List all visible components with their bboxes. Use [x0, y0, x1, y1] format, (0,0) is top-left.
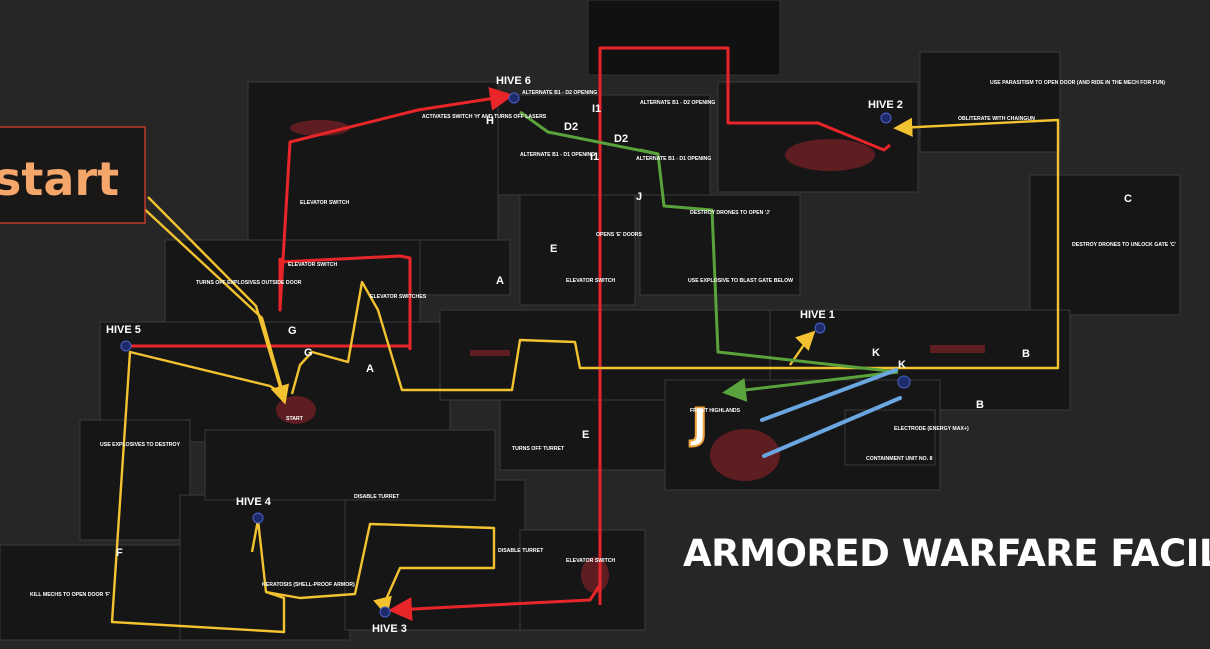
hive-2-marker[interactable]: [880, 112, 892, 124]
start-label: start: [0, 152, 119, 206]
yellow-route: [110, 117, 1060, 634]
destroy-drones-j-note: DESTROY DRONES TO OPEN 'J': [690, 210, 770, 216]
hive-5-marker[interactable]: [120, 340, 132, 352]
hive-2-label: HIVE 2: [868, 99, 903, 111]
map-title: ARMORED WARFARE FACILITY: [683, 532, 1210, 575]
door-label-d2: D2: [614, 133, 628, 145]
hive-6-label: HIVE 6: [496, 75, 531, 87]
hive-4-marker[interactable]: [252, 512, 264, 524]
door-label-k: K: [872, 347, 880, 359]
hive-3-marker[interactable]: [379, 606, 391, 618]
k-junction-marker[interactable]: [897, 375, 911, 389]
door-label-a: A: [496, 275, 504, 287]
kill-mechs-note: KILL MECHS TO OPEN DOOR 'F': [30, 592, 110, 598]
use-explosive-note: USE EXPLOSIVE TO BLAST GATE BELOW: [688, 278, 793, 284]
elevator-switch-note: ELEVATOR SWITCH: [300, 200, 350, 206]
elevator-switch-note: ELEVATOR SWITCH: [288, 262, 338, 268]
green-route: [519, 110, 899, 402]
big-j-label: J: [689, 399, 708, 448]
map-rooms: [0, 0, 1181, 641]
hive-1-marker[interactable]: [814, 322, 826, 334]
door-label-i1: I1: [592, 103, 601, 115]
alternate-b1-note: ALTERNATE B1 - D1 OPENING: [520, 152, 595, 158]
blue-route: [760, 368, 902, 458]
use-parasitism-note: USE PARASITISM TO OPEN DOOR (AND RIDE IN…: [990, 80, 1165, 86]
hive-5-label: HIVE 5: [106, 324, 141, 336]
keratosis-note: KERATOSIS (SHELL-PROOF ARMOR): [262, 582, 355, 588]
use-explosives-destroy-note: USE EXPLOSIVES TO DESTROY: [100, 442, 181, 448]
elevator-switch-e-note: ELEVATOR SWITCH: [566, 278, 616, 284]
electrode-note: ELECTRODE (ENERGY MAX+): [894, 426, 969, 432]
door-label-b: B: [1022, 348, 1030, 360]
door-label-k: K: [898, 359, 906, 371]
alternate-b1-note: ALTERNATE B1 - D2 OPENING: [522, 90, 597, 96]
door-label-d2: D2: [564, 121, 578, 133]
destroy-drones-c-note: DESTROY DRONES TO UNLOCK GATE 'C': [1072, 242, 1176, 248]
hive-1-label: HIVE 1: [800, 309, 835, 321]
alternate-b1-note: ALTERNATE B1 - D2 OPENING: [640, 100, 715, 106]
hive-markers: [120, 92, 911, 618]
door-label-a: A: [366, 363, 374, 375]
start-note: START: [286, 416, 304, 422]
hive-4-label: HIVE 4: [236, 496, 272, 508]
door-label-e: E: [582, 429, 589, 441]
disable-turret-note: DISABLE TURRET: [498, 548, 544, 554]
containment-note: CONTAINMENT UNIT NO. 8: [866, 456, 933, 462]
door-label-g: G: [304, 347, 313, 359]
door-label-g: G: [288, 325, 297, 337]
door-label-b: B: [976, 399, 984, 411]
start-marker: start: [0, 126, 146, 224]
obliterate-note: OBLITERATE WITH CHAINGUN: [958, 116, 1035, 122]
door-label-i1: I1: [590, 151, 599, 163]
disable-turret-note: DISABLE TURRET: [354, 494, 400, 500]
turns-off-explosives-note: TURNS OFF EXPLOSIVES OUTSIDE DOOR: [196, 280, 302, 286]
hive-6-marker[interactable]: [508, 92, 520, 104]
front-highlands-note: FRONT HIGHLANDS: [690, 408, 741, 414]
elevator-switch-bottom-note: ELEVATOR SWITCH: [566, 558, 616, 564]
door-label-e: E: [550, 243, 557, 255]
turns-off-turret-note: TURNS OFF TURRET: [512, 446, 565, 452]
door-label-h: H: [486, 115, 494, 127]
turns-off-lasers-note: ACTIVATES SWITCH 'H' AND TURNS OFF LASER…: [422, 114, 547, 120]
red-route: [130, 46, 891, 622]
opens-e-doors-note: OPENS 'E' DOORS: [596, 232, 643, 238]
door-label-j: J: [636, 191, 642, 203]
door-label-c: C: [1124, 193, 1132, 205]
door-label-f: F: [116, 547, 123, 559]
alternate-b1-note: ALTERNATE B1 - D1 OPENING: [636, 156, 711, 162]
hive-3-label: HIVE 3: [372, 623, 407, 635]
elevator-switches-note: ELEVATOR SWITCHES: [370, 294, 427, 300]
